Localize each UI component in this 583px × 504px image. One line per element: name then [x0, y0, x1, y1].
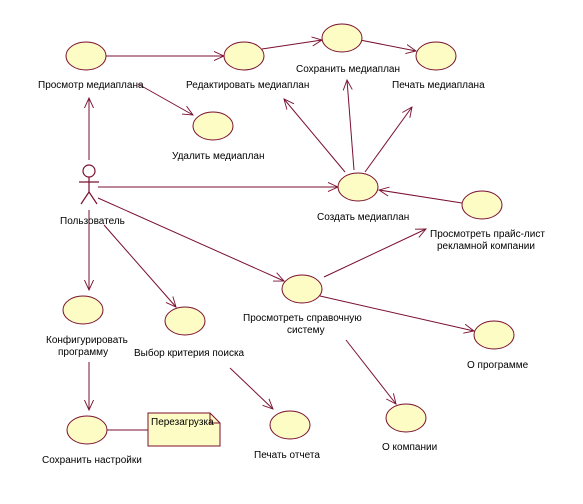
edge-edit-save — [261, 40, 322, 50]
use-case-label: Печать отчета — [254, 450, 320, 461]
edge-create-edit — [284, 99, 346, 173]
use-case-label: Конфигурировать — [46, 334, 128, 346]
edge-view-delete — [137, 83, 193, 115]
use-case-print-report[interactable]: Печать отчета — [254, 410, 320, 461]
use-case-print-plan[interactable]: Печать медиаплана — [392, 41, 485, 91]
use-case-label: Сохранить настройки — [42, 455, 142, 466]
edge-create-print — [364, 107, 412, 173]
use-case-about-program[interactable]: О программе — [467, 320, 529, 371]
edge-help-about-company — [345, 339, 396, 404]
edge-search-report — [229, 367, 273, 409]
edge-create-save — [347, 80, 355, 171]
actor-label: Пользователь — [60, 216, 125, 227]
use-case-edit-plan[interactable]: Редактировать медиаплан — [186, 41, 309, 91]
use-case-search-criteria[interactable]: Выбор критерия поиска — [134, 306, 245, 359]
actor-leg-right — [88, 191, 98, 205]
use-case-label: Печать медиаплана — [392, 80, 485, 91]
use-case-create-plan[interactable]: Создать медиаплан — [317, 172, 409, 223]
use-case-label: Просмотр медиаплана — [38, 80, 144, 91]
edge-actor-help — [97, 197, 284, 281]
use-case-help-system[interactable]: Просмотреть справочную систему — [243, 274, 362, 336]
use-case-label: О компании — [382, 442, 437, 453]
use-case-label: О программе — [467, 360, 529, 371]
use-case-delete-plan[interactable]: Удалить медиаплан — [172, 111, 265, 162]
actor-user: Пользователь — [60, 164, 125, 227]
use-case-label: Сохранить медиаплан — [296, 64, 400, 75]
use-case-about-company[interactable]: О компании — [382, 403, 437, 453]
use-case-save-plan[interactable]: Сохранить медиаплан — [296, 23, 400, 75]
edge-price-create — [379, 190, 463, 204]
use-case-label: рекламной компании — [437, 241, 535, 252]
use-case-save-settings[interactable]: Сохранить настройки — [42, 415, 142, 466]
actor-leg-left — [80, 191, 90, 205]
edge-help-price — [323, 229, 426, 278]
note-restart: Перезагрузка — [147, 412, 221, 447]
use-case-label: Редактировать медиаплан — [186, 80, 309, 91]
use-case-label: систему — [287, 325, 325, 336]
use-case-view-plan[interactable]: Просмотр медиаплана — [38, 41, 144, 91]
use-case-label: Выбор критерия поиска — [134, 347, 245, 359]
use-case-view-price[interactable]: Просмотреть прайс-лист рекламной компани… — [430, 190, 545, 252]
use-case-label: Просмотреть прайс-лист — [430, 229, 545, 240]
use-case-label: Просмотреть справочную — [243, 313, 362, 324]
edge-help-about-program — [319, 295, 474, 331]
connectors — [89, 39, 474, 431]
edge-save-print — [359, 39, 416, 51]
edge-actor-search — [103, 224, 176, 307]
use-case-label: Удалить медиаплан — [172, 151, 265, 162]
use-case-label: Создать медиаплан — [317, 212, 409, 223]
use-case-label: программу — [58, 347, 108, 358]
note-label: Перезагрузка — [151, 417, 214, 428]
actor-head — [82, 164, 96, 178]
use-case-configure[interactable]: Конфигурировать программу — [46, 295, 128, 358]
